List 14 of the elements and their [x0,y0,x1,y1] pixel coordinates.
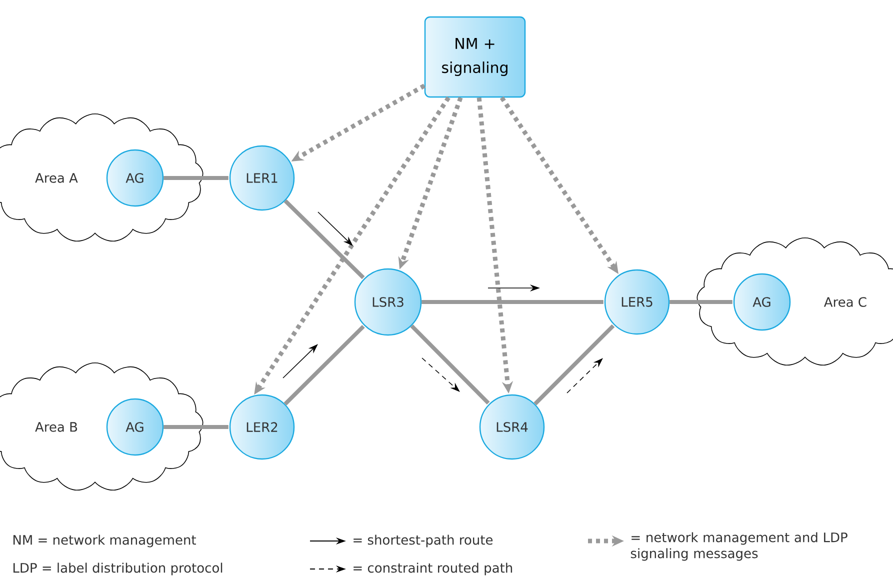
legend-text: = constraint routed path [354,562,512,576]
link-line [534,324,615,406]
link-line [164,425,228,429]
legend-text: = shortest-path route [354,534,493,548]
legend-text: = network management and LDP signaling messages [630,532,848,561]
link-line [284,199,365,280]
link-line [284,324,365,406]
abbreviation-note: LDP = label distribution protocol [13,562,222,576]
link-line [670,300,732,304]
signaling-box: NM + signaling [424,16,526,98]
link-line [164,176,228,180]
link-line [422,300,604,304]
link-line [410,324,490,405]
abbreviation-note: NM = network management [13,534,196,548]
